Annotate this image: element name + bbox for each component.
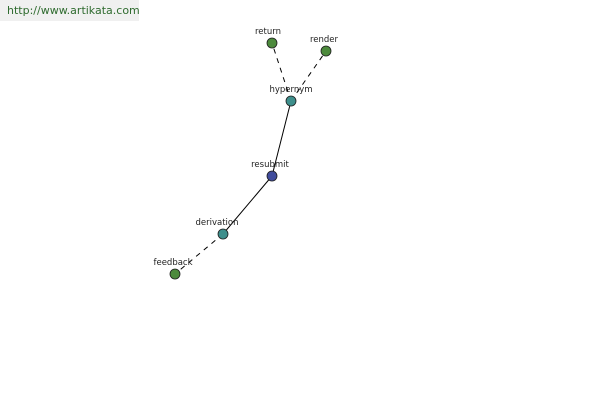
edges-layer	[174, 42, 327, 275]
node-resubmit[interactable]: resubmit	[251, 160, 290, 182]
edge-derivation-feedback	[174, 233, 224, 275]
node-circle-return[interactable]	[266, 37, 278, 49]
node-feedback[interactable]: feedback	[153, 258, 193, 280]
node-circle-resubmit[interactable]	[266, 170, 278, 182]
node-circle-render[interactable]	[320, 45, 332, 57]
node-label-derivation: derivation	[195, 218, 238, 228]
node-label-resubmit: resubmit	[251, 160, 289, 170]
nodes-layer: resubmit hypernym derivation return render fe…	[153, 27, 339, 280]
node-label-hypernym: hypernym	[269, 85, 312, 95]
node-circle-feedback[interactable]	[169, 268, 181, 280]
node-render[interactable]: render	[310, 35, 339, 57]
node-label-return: return	[255, 27, 281, 37]
node-label-render: render	[310, 35, 339, 45]
node-derivation[interactable]: derivation	[195, 218, 239, 240]
node-label-feedback: feedback	[153, 258, 192, 268]
node-circle-derivation[interactable]	[217, 228, 229, 240]
node-hypernym[interactable]: hypernym	[269, 85, 313, 107]
edge-hypernym-render	[290, 50, 327, 102]
edge-hypernym-return	[271, 42, 292, 102]
node-circle-hypernym[interactable]	[285, 95, 297, 107]
edge-resubmit-hypernym	[271, 100, 292, 177]
edge-resubmit-derivation	[222, 175, 273, 235]
site-url-watermark: http://www.artikata.com	[0, 0, 140, 21]
node-return[interactable]: return	[255, 27, 281, 49]
